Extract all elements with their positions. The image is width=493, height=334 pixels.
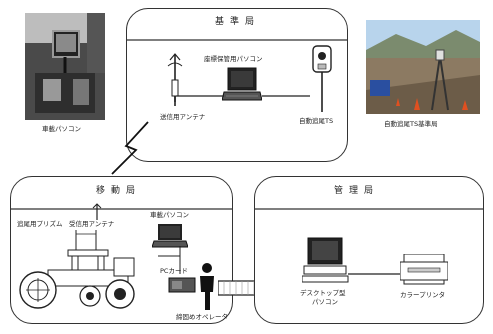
base-station-divider	[127, 28, 347, 47]
operator-label: 締固めオペレータ	[176, 313, 228, 321]
management-station-box	[254, 176, 484, 324]
mobile-connections	[10, 176, 231, 326]
base-laptop-icon	[221, 66, 263, 108]
total-station-icon	[310, 42, 334, 118]
management-station-divider	[255, 197, 483, 216]
printer-label: カラープリンタ	[400, 291, 446, 299]
mobile-laptop-icon	[151, 223, 189, 253]
base-connections	[126, 8, 346, 164]
operator-icon	[196, 262, 218, 316]
management-station-title: 管理局	[334, 186, 380, 196]
right-photo-caption: 自動追尾TS基準局	[384, 120, 438, 128]
roller-compactor-icon	[18, 230, 148, 314]
management-connections	[254, 176, 482, 326]
mobile-station-title: 移動局	[96, 186, 142, 196]
mobile-antenna-icon	[90, 202, 104, 226]
pccard-icon	[168, 276, 198, 298]
ts-station-photo	[366, 20, 480, 114]
base-station-title: 基準局	[215, 17, 261, 27]
mobile-antenna-label: 受信用アンテナ	[69, 220, 115, 228]
prism-label: 追尾用プリズム	[17, 220, 63, 228]
mobile-laptop-label: 車載パソコン	[150, 211, 189, 219]
desktop-pc-icon	[301, 236, 350, 288]
left-photo-caption: 車載パソコン	[42, 125, 81, 133]
vehicle-pc-photo	[25, 13, 105, 120]
desktop-label-line1: デスクトップ型	[300, 289, 346, 297]
base-antenna-icon	[164, 52, 186, 112]
radio-link-icon	[108, 120, 152, 180]
base-antenna-label: 送信用アンテナ	[160, 113, 206, 121]
mobile-station-divider	[11, 197, 232, 216]
desktop-label-line2: パソコン	[312, 298, 338, 306]
pccard-label: PCカード	[160, 267, 188, 275]
base-laptop-label: 座標保管用パソコン	[204, 55, 263, 63]
ts-label: 自動追尾TS	[299, 117, 334, 125]
